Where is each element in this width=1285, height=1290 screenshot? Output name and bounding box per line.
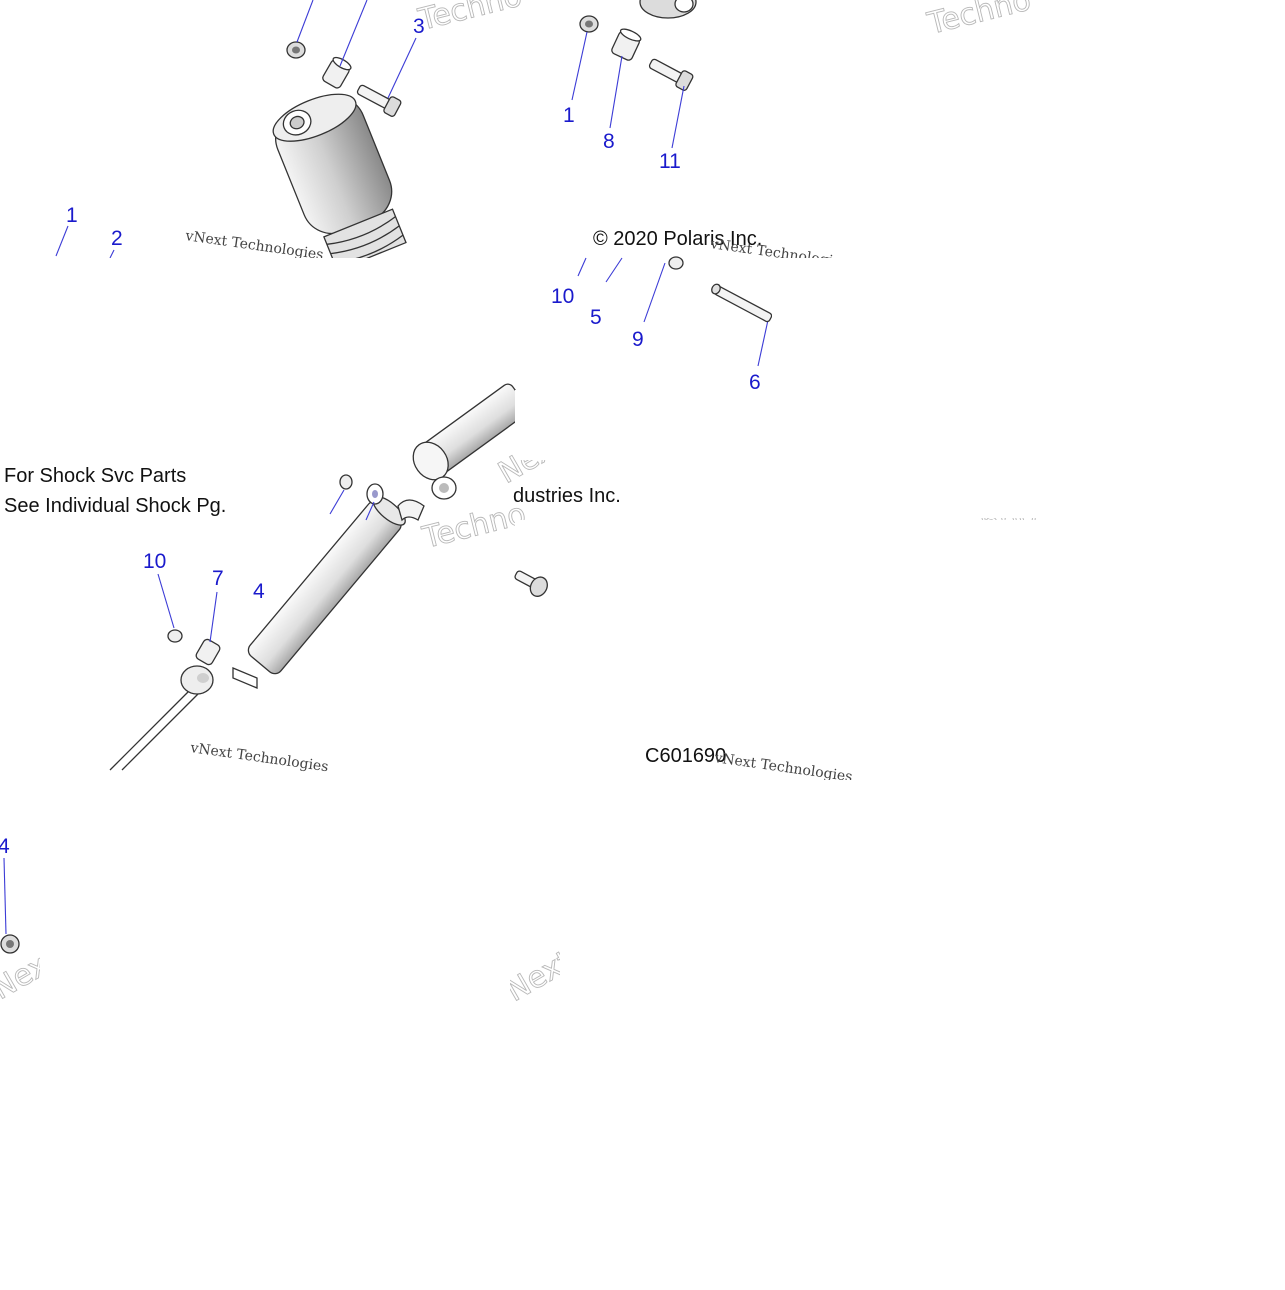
callout-9: 9 bbox=[632, 328, 644, 351]
bushing-part bbox=[322, 56, 352, 89]
callout-10-left: 10 bbox=[143, 550, 166, 573]
callout-2: 2 bbox=[111, 227, 123, 250]
shock-svc-note-line1: For Shock Svc Parts bbox=[4, 465, 186, 487]
middle-damper-assembly bbox=[0, 383, 548, 954]
callout-4: 4 bbox=[0, 835, 10, 858]
watermark-brand: Techno bbox=[923, 0, 1034, 42]
bolt-part bbox=[356, 84, 402, 117]
watermark-brand: Techno bbox=[418, 497, 529, 556]
callout-5: 5 bbox=[590, 306, 602, 329]
callout-11: 11 bbox=[659, 150, 681, 173]
long-bolt-part bbox=[711, 283, 773, 323]
callout-1-left: 1 bbox=[66, 204, 78, 227]
callout-7: 7 bbox=[212, 567, 224, 590]
top-right-hardware bbox=[571, 0, 773, 367]
shock-svc-note-line2: See Individual Shock Pg. bbox=[4, 495, 226, 517]
industries-fragment: dustries Inc. bbox=[513, 485, 621, 507]
callout-6: 6 bbox=[749, 371, 761, 394]
callout-10-right: 10 bbox=[551, 285, 574, 308]
callout-3: 3 bbox=[413, 15, 425, 38]
callout-4-partial: 4 bbox=[253, 580, 265, 603]
callout-numbers: 3 1 8 11 1 2 10 5 9 6 10 7 4 4 bbox=[0, 15, 761, 858]
callout-8: 8 bbox=[603, 130, 615, 153]
callout-1-top: 1 bbox=[563, 104, 575, 127]
diagram-notes: © 2020 Polaris Inc. For Shock Svc Parts … bbox=[4, 228, 762, 767]
watermark-text: vNext Technologies bbox=[188, 740, 329, 775]
drawing-number: C601690 bbox=[645, 745, 726, 767]
copyright-note: © 2020 Polaris Inc. bbox=[593, 228, 762, 250]
watermark-brand: Techno bbox=[414, 0, 525, 38]
shock-body bbox=[272, 93, 407, 272]
top-shock-assembly bbox=[55, 0, 417, 272]
